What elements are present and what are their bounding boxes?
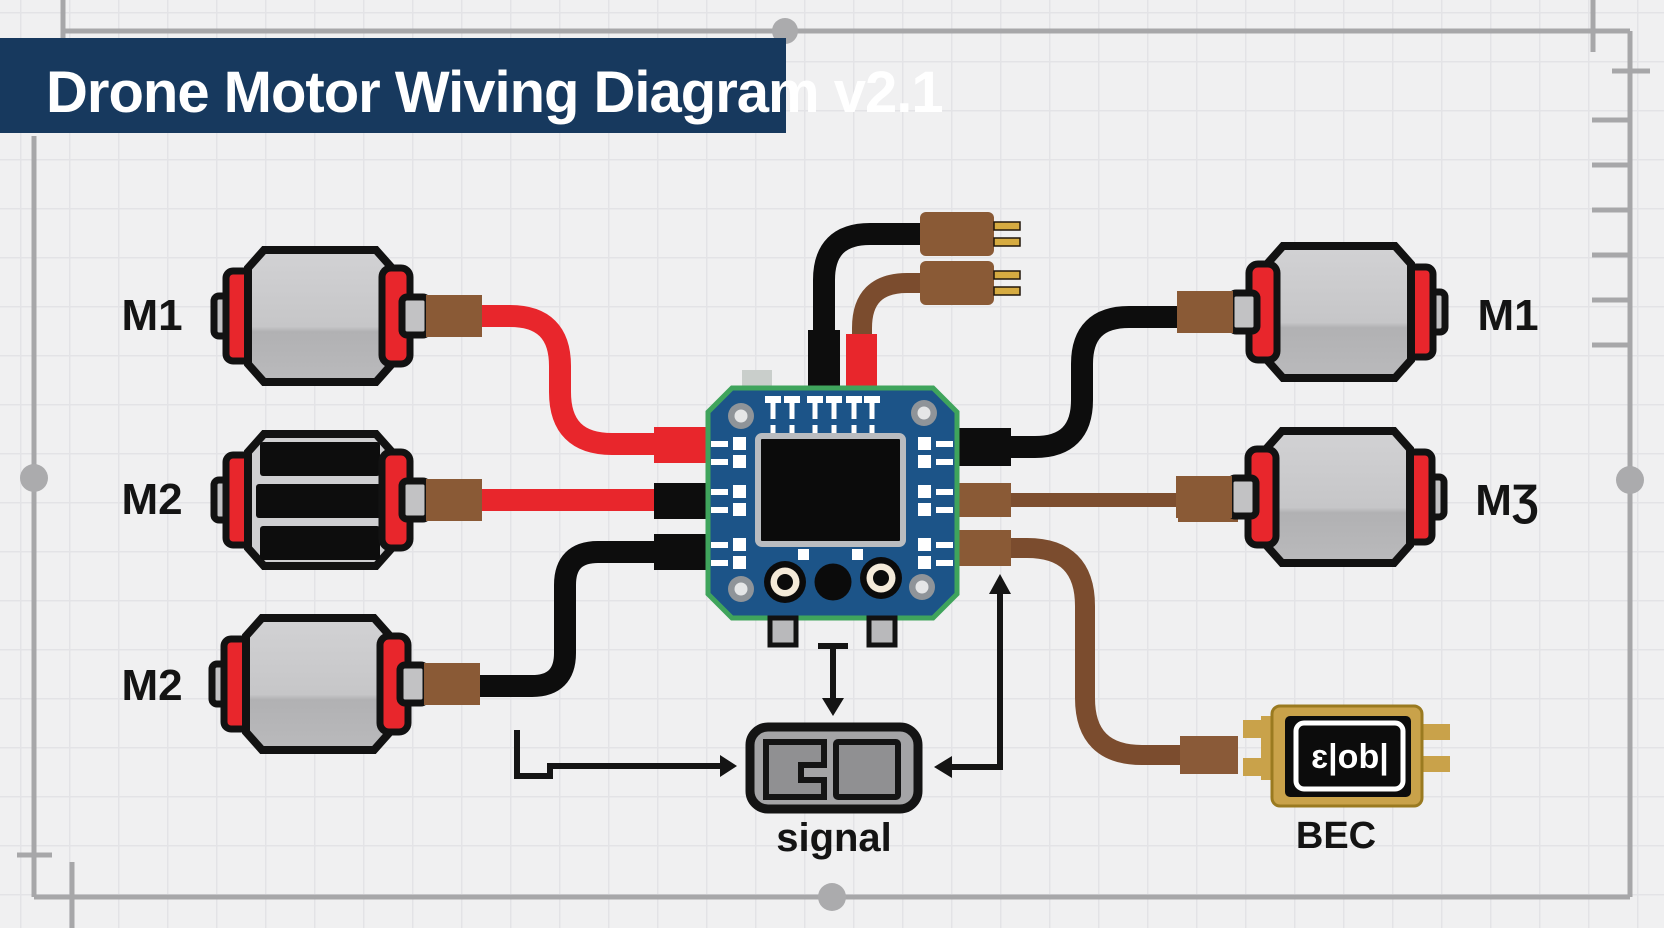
labels: M1 M2 M2 M1 MƷ signal BEC	[121, 291, 1538, 860]
connector-top-black	[808, 330, 840, 390]
fc-port-right	[860, 557, 902, 599]
flight-controller-board	[705, 370, 960, 648]
connector-right-brown-1	[955, 483, 1011, 517]
fc-port-center	[814, 563, 852, 601]
fc-top-pin-header	[765, 396, 880, 438]
connector-left-black-1	[654, 483, 708, 519]
handle-left-middle[interactable]	[20, 464, 48, 492]
handle-bottom-center[interactable]	[818, 883, 846, 911]
fc-port-left	[764, 561, 806, 603]
wires	[478, 223, 1185, 765]
connector-top-red	[846, 334, 877, 390]
fc-pad-bottom-2	[852, 549, 863, 560]
fc-screw-br	[909, 574, 935, 600]
wire-battery-black	[813, 223, 922, 342]
fc-left-pads	[711, 437, 746, 569]
fc-top-tab	[742, 370, 772, 388]
label-motor-left-3: M2	[121, 661, 182, 710]
label-motor-left-2: M2	[121, 475, 182, 524]
bullet-pin-2b	[993, 286, 1021, 296]
wire-motor-right-1	[1009, 306, 1185, 458]
page-title: Drone Motor Wiving Diagram v2.1	[46, 60, 943, 125]
fc-screws	[728, 400, 937, 602]
wire-motor-left-1	[478, 305, 660, 455]
bec-screen	[1285, 716, 1411, 797]
fc-screw-tl	[728, 403, 754, 429]
connector-right-black	[955, 428, 1011, 466]
annotation-arrows	[514, 574, 1011, 779]
wire-battery-brown	[852, 273, 922, 348]
label-motor-right-1: M1	[1477, 291, 1538, 340]
title-banner: Drone Motor Wiving Diagram v2.1	[0, 38, 944, 133]
fc-leg-right	[866, 615, 898, 648]
signal-right-arrow	[934, 574, 1011, 778]
fc-pad-bottom-1	[798, 549, 809, 560]
connector-left-red	[654, 427, 708, 463]
bullet-pin-1b	[993, 237, 1021, 247]
bullet-connector-1	[920, 212, 994, 256]
label-signal: signal	[776, 816, 892, 860]
fc-right-pads	[918, 437, 953, 569]
handle-right-middle[interactable]	[1616, 466, 1644, 494]
bec-module: ɛ|ob|	[1243, 704, 1450, 808]
fc-screw-tr	[911, 400, 937, 426]
handle-top-center[interactable]	[772, 18, 798, 44]
label-motor-right-2: MƷ	[1475, 476, 1539, 525]
bullet-pin-2a	[993, 270, 1021, 280]
fc-screw-bl	[728, 576, 754, 602]
label-bec: BEC	[1296, 815, 1376, 857]
signal-cell-right	[833, 739, 901, 800]
signal-module	[745, 722, 923, 814]
bullet-connector-2	[920, 261, 994, 305]
selection-handles	[20, 18, 1644, 911]
connector-left-black-2	[654, 534, 708, 570]
frame-right-ticks	[1592, 68, 1650, 348]
wire-bec	[1009, 538, 1183, 765]
signal-down-arrow	[818, 643, 848, 716]
title-banner-bg	[0, 38, 786, 133]
bec-screen-frame	[1293, 720, 1406, 792]
label-motor-left-1: M1	[121, 291, 182, 340]
fc-chip	[755, 433, 906, 547]
bec-pins-left	[1243, 716, 1277, 780]
bullet-pin-1a	[993, 221, 1021, 231]
signal-left-arrow	[514, 730, 737, 779]
signal-cell-left	[763, 739, 827, 800]
fc-leg-left	[767, 615, 799, 648]
wire-motor-left-3	[478, 541, 660, 697]
battery-bullet-connectors	[920, 212, 1021, 305]
bec-screen-glyphs: ɛ|ob|	[1311, 738, 1388, 776]
connector-right-brown-2	[955, 530, 1011, 566]
bec-pins-right	[1420, 724, 1450, 772]
connector-bec-wire	[1180, 736, 1238, 774]
